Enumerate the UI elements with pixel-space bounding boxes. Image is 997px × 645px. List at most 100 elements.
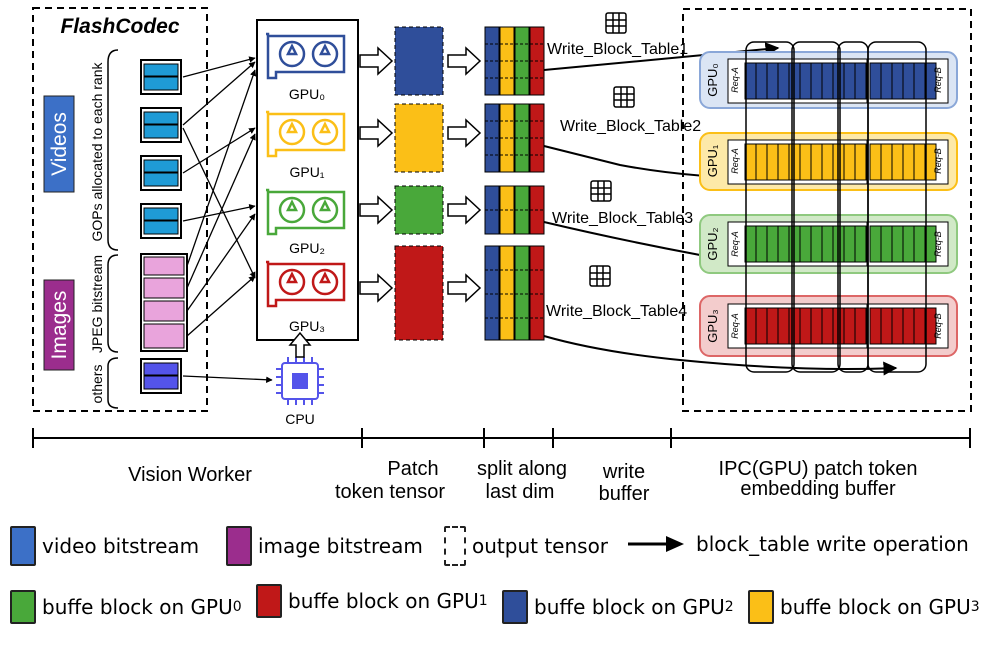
- buffer-cell: [810, 307, 823, 345]
- timeline-label-ipc-2: embedding buffer: [740, 478, 896, 500]
- buffer-cell: [777, 307, 790, 345]
- buffer-cell: [891, 307, 904, 345]
- jpeg-block: [143, 277, 185, 299]
- buffer-gpu-label-2: GPU₂: [705, 227, 720, 260]
- legend-swatch-gpu2: [502, 590, 528, 624]
- buffer-cell: [843, 225, 856, 263]
- write-table-label-4: Write_Block_Table4: [546, 303, 687, 320]
- legend-arrow-text: block_table write operation: [696, 532, 969, 556]
- buffer-cell: [869, 143, 882, 181]
- buffer-cell: [902, 143, 915, 181]
- jpeg-block: [143, 323, 185, 349]
- buffer-cell: [869, 62, 882, 100]
- buffer-cell: [891, 62, 904, 100]
- gpu-card-0-icon: [266, 32, 346, 80]
- write-table-label-3: Write_Block_Table3: [552, 210, 693, 227]
- legend-gpu1-sub: 1: [478, 593, 488, 609]
- buffer-cell: [799, 307, 812, 345]
- req-a-label: Req-A: [730, 231, 740, 257]
- legend-gpu3-sub: 3: [970, 599, 980, 615]
- buffer-cell: [799, 62, 812, 100]
- buffer-cell: [891, 225, 904, 263]
- legend-gpu3-text: buffe block on GPU: [780, 595, 971, 619]
- split-group-0: [484, 26, 545, 96]
- others-bracket: [107, 357, 119, 409]
- cpu-label: CPU: [285, 411, 315, 427]
- buffer-cell: [777, 143, 790, 181]
- buffer-cell: [843, 143, 856, 181]
- gpu-label-3: GPU₃: [289, 318, 325, 334]
- legend-video-bitstream: video bitstream: [10, 526, 199, 566]
- timeline-label-ipc-1: IPC(GPU) patch token: [719, 458, 918, 480]
- buffer-cell: [777, 62, 790, 100]
- buffer-cell: [902, 225, 915, 263]
- legend-swatch-output: [444, 526, 466, 566]
- gops-bracket: [107, 49, 119, 251]
- timeline-label-split-1: split along: [477, 458, 567, 480]
- buffer-cell: [755, 62, 768, 100]
- legend-swatch-gpu0: [10, 590, 36, 624]
- buffer-cell: [799, 143, 812, 181]
- legend-swatch-image: [226, 526, 252, 566]
- video-gop-3: [140, 203, 182, 239]
- jpeg-bitstream-blocks: [140, 253, 188, 352]
- videos-label-box: [43, 95, 75, 193]
- buffer-cell: [880, 225, 893, 263]
- buffer-cell: [821, 225, 834, 263]
- video-gop-0: [140, 59, 182, 95]
- buffer-cell: [854, 307, 867, 345]
- req-b-label: Req-B: [933, 231, 943, 257]
- legend-image-bitstream: image bitstream: [226, 526, 423, 566]
- images-label-box: [43, 279, 75, 371]
- gpu-label-2: GPU₂: [289, 240, 325, 256]
- buffer-cell: [924, 62, 937, 100]
- table-icon: [605, 12, 627, 34]
- legend-gpu0-text: buffe block on GPU: [42, 595, 233, 619]
- req-b-label: Req-B: [933, 313, 943, 339]
- buffer-cell: [880, 307, 893, 345]
- images-label: Images: [48, 291, 71, 360]
- buffer-cell: [854, 143, 867, 181]
- legend-image-text: image bitstream: [258, 534, 423, 558]
- split-group-3: [484, 245, 545, 341]
- write-table-label-2: Write_Block_Table2: [560, 118, 701, 135]
- legend-gpu2-text: buffe block on GPU: [534, 595, 725, 619]
- patch-tensor-1: [394, 103, 444, 173]
- jpeg-block: [143, 300, 185, 322]
- video-bitstream-blocks: [140, 59, 182, 239]
- buffer-cell: [755, 225, 768, 263]
- legend-block-table-write: block_table write operation: [626, 532, 969, 556]
- timeline-label-vision-worker: Vision Worker: [128, 464, 252, 486]
- legend-gpu0-sub: 0: [232, 599, 242, 615]
- buffer-cell: [821, 307, 834, 345]
- buffer-cell: [869, 225, 882, 263]
- others-block: [140, 358, 182, 394]
- buffer-gpu-label-0: GPU₀: [705, 63, 720, 97]
- buffer-cell: [880, 143, 893, 181]
- buffer-cell: [766, 62, 779, 100]
- buffer-cell: [843, 307, 856, 345]
- buffer-cell: [924, 225, 937, 263]
- legend-swatch-video: [10, 526, 36, 566]
- gpu-box: [256, 19, 359, 341]
- buffer-cell: [902, 307, 915, 345]
- write-table-label-1: Write_Block_Table1: [547, 41, 688, 58]
- cpu-to-gpu-arrow: [288, 331, 312, 358]
- buffer-cell: [913, 307, 926, 345]
- buffer-cell: [902, 62, 915, 100]
- buffer-cell: [880, 62, 893, 100]
- patch-tensor-3: [394, 245, 444, 341]
- buffer-cell: [891, 143, 904, 181]
- timeline-label-split-2: last dim: [486, 481, 555, 503]
- table-icon: [590, 180, 612, 202]
- buffer-cell: [913, 143, 926, 181]
- buffer-cell: [766, 143, 779, 181]
- gpu-card-2-icon: [266, 188, 346, 236]
- legend-arrow-icon: [628, 536, 684, 552]
- buffer-blocks: [727, 58, 949, 349]
- patch-tensor-2: [394, 185, 444, 235]
- split-group-1: [484, 103, 545, 173]
